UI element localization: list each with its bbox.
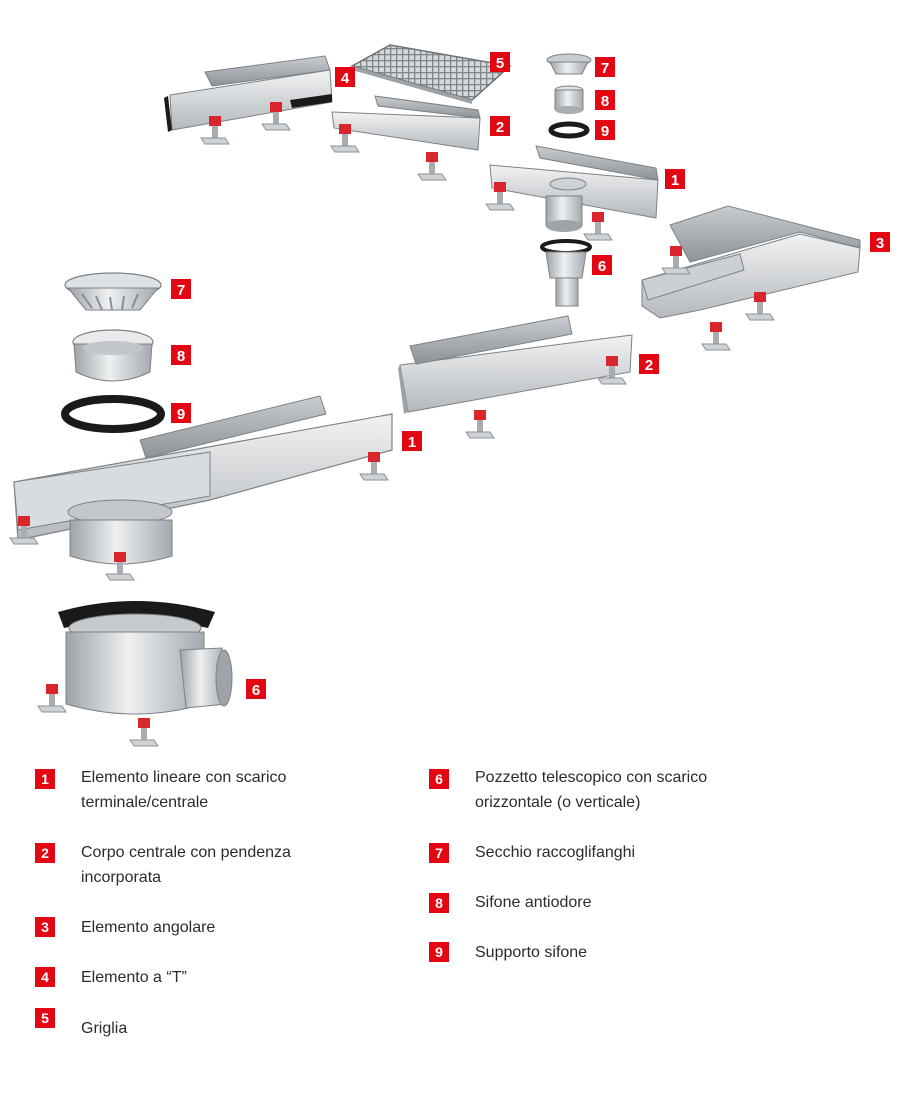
corner-element — [641, 205, 861, 351]
legend-label-8: Sifone antiodore — [475, 894, 592, 911]
svg-text:1: 1 — [671, 172, 679, 189]
svg-text:1: 1 — [408, 434, 416, 451]
legend-badge-5: 5 — [35, 1008, 55, 1028]
legend-badge-9: 9 — [429, 942, 449, 962]
svg-text:4: 4 — [341, 70, 350, 87]
trap-support-small — [548, 121, 590, 139]
callout-badge-5: 5 — [490, 52, 510, 72]
callout-badge-9-large: 9 — [171, 403, 191, 423]
trap-support-large — [61, 395, 165, 433]
svg-text:9: 9 — [601, 123, 609, 140]
odor-trap-small — [554, 85, 584, 114]
svg-text:6: 6 — [598, 258, 606, 275]
exploded-drain-diagram: 4 5 7 8 2 9 1 3 6 7 8 2 9 1 6 — [9, 44, 890, 747]
grate-small — [350, 44, 512, 104]
callout-badge-1-small: 1 — [665, 169, 685, 189]
svg-text:5: 5 — [496, 55, 504, 72]
legend-badge-3: 3 — [35, 917, 55, 937]
telescopic-well-small — [540, 239, 592, 307]
legend-label-9: Supporto sifone — [475, 944, 588, 961]
legend-label-3: Elemento angolare — [81, 919, 216, 936]
callout-badge-3: 3 — [870, 232, 890, 252]
svg-text:8: 8 — [177, 348, 185, 365]
callout-badge-7-small: 7 — [595, 57, 615, 77]
svg-text:8: 8 — [601, 93, 609, 110]
legend-badge-6: 6 — [429, 769, 449, 789]
legend-label-7: Secchio raccoglifanghi — [475, 844, 636, 861]
svg-text:2: 2 — [645, 357, 653, 374]
central-body-small — [330, 95, 481, 181]
odor-trap-large — [72, 329, 154, 382]
sludge-bucket-small — [546, 53, 592, 75]
legend-label-4: Elemento a “T” — [81, 969, 187, 986]
telescopic-well-large — [37, 601, 233, 747]
callout-badge-2-small: 2 — [490, 116, 510, 136]
callout-badge-6-large: 6 — [246, 679, 266, 699]
callout-badge-8-large: 8 — [171, 345, 191, 365]
legend-label-5: Griglia — [81, 1020, 128, 1037]
legend-badge-4: 4 — [35, 967, 55, 987]
legend-badge-2: 2 — [35, 843, 55, 863]
t-element-small — [164, 55, 333, 145]
legend-badge-8: 8 — [429, 893, 449, 913]
sludge-bucket-large — [64, 272, 162, 311]
svg-text:2: 2 — [496, 119, 504, 136]
callout-badge-9-small: 9 — [595, 120, 615, 140]
svg-text:3: 3 — [876, 235, 884, 252]
callout-badge-1-large: 1 — [402, 431, 422, 451]
legend-label-2: Corpo centrale con pendenza incorporata — [81, 844, 291, 886]
legend-label-6: Pozzetto telescopico con scarico orizzon… — [475, 769, 708, 811]
linear-element-large — [9, 395, 393, 581]
legend-label-1: Elemento lineare con scarico terminale/c… — [81, 769, 287, 811]
callout-badge-6-small: 6 — [592, 255, 612, 275]
legend-badge-7: 7 — [429, 843, 449, 863]
callout-badge-8-small: 8 — [595, 90, 615, 110]
callout-badge-4: 4 — [335, 67, 355, 87]
callout-badge-2-large: 2 — [639, 354, 659, 374]
svg-text:7: 7 — [601, 60, 609, 77]
svg-text:7: 7 — [177, 282, 185, 299]
central-body-large — [398, 315, 633, 439]
svg-text:9: 9 — [177, 406, 185, 423]
callout-badge-7-large: 7 — [171, 279, 191, 299]
legend-badge-1: 1 — [35, 769, 55, 789]
svg-text:6: 6 — [252, 682, 260, 699]
linear-element-small — [485, 145, 659, 241]
